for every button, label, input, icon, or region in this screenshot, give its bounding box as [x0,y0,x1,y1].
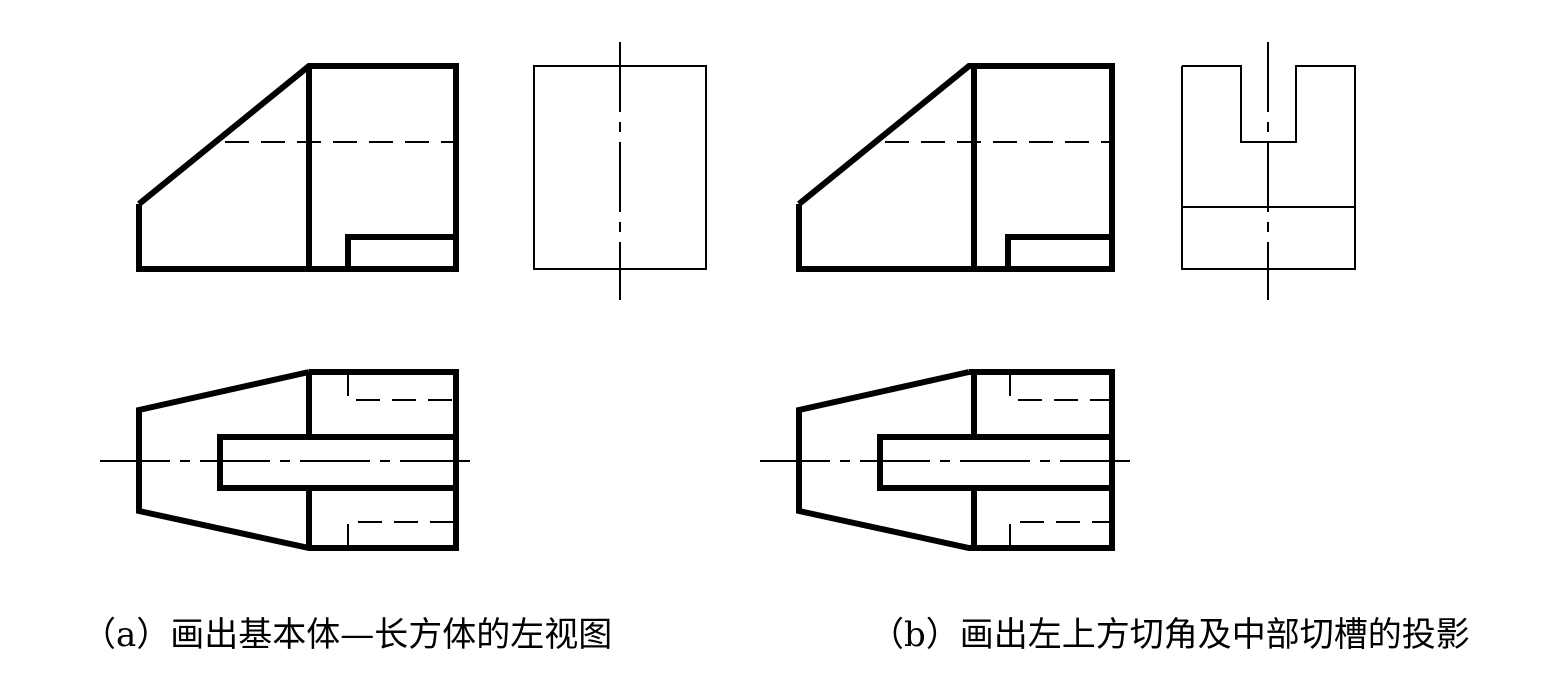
front-view-bottom-notch [1005,234,1112,269]
panel-a-top-view [100,369,475,551]
top-view-hidden-notch-upper [1009,372,1112,401]
panel-b-top-view [760,369,1135,551]
panel-b [760,42,1356,551]
caption-panel-b: （b）画出左上方切角及中部切槽的投影 [870,615,1470,655]
front-view-outline [796,63,1115,272]
top-view-hidden-notch-lower [347,521,456,548]
top-view-slot [217,434,459,491]
panel-a-front-view [136,63,459,272]
panel-a-left-view [533,42,707,300]
top-view-hidden-notch-lower [1009,521,1112,548]
front-view-outline [136,63,459,272]
panel-a [100,42,707,551]
front-view-bottom-notch [345,234,456,269]
top-view-outline [796,369,1115,551]
top-view-slot [877,434,1115,491]
caption-panel-a: （a）画出基本体—长方体的左视图 [82,615,613,655]
panel-b-left-view [1181,42,1356,300]
panel-b-front-view [796,63,1115,272]
top-view-hidden-notch-upper [347,372,456,401]
left-view-outline-with-slot [1181,65,1356,270]
